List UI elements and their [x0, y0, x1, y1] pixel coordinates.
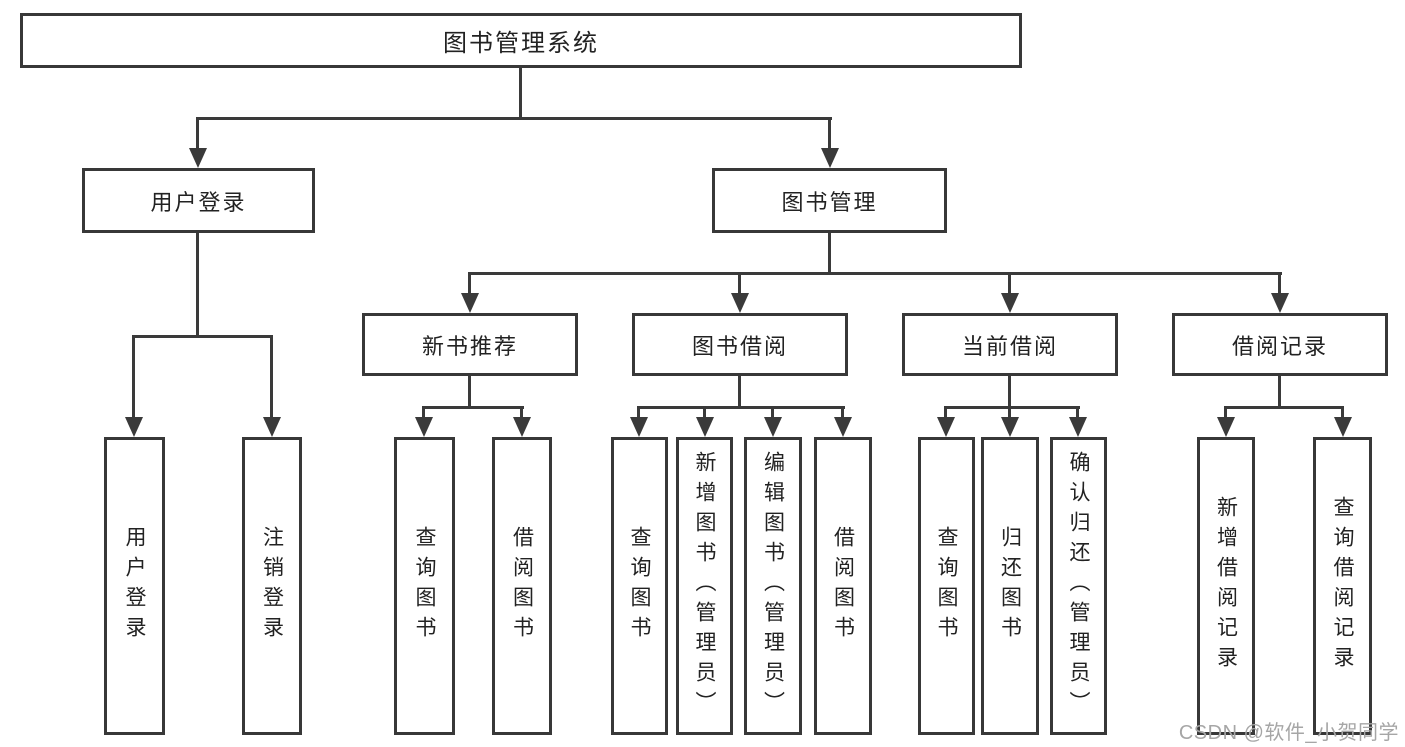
- node-root-system: 图书管理系统: [20, 13, 1022, 68]
- leaf-borrow-books-recommend: 借阅图书: [492, 437, 552, 735]
- arrowhead-down-icon: [696, 417, 714, 437]
- node-current-borrowing: 当前借阅: [902, 313, 1118, 376]
- connector-recommend-stem: [468, 376, 471, 409]
- arrowhead-down-icon: [821, 148, 839, 168]
- leaf-user-login: 用户登录: [104, 437, 165, 735]
- connector-shaft: [637, 406, 640, 419]
- connector-shaft: [1278, 272, 1281, 295]
- leaf-return-books: 归还图书: [981, 437, 1039, 735]
- connector-shaft: [771, 406, 774, 419]
- node-book-management: 图书管理: [712, 168, 947, 233]
- connector-shaft: [196, 117, 199, 150]
- leaf-query-books-recommend: 查询图书: [394, 437, 455, 735]
- arrowhead-down-icon: [1001, 293, 1019, 313]
- leaf-logout: 注销登录: [242, 437, 302, 735]
- connector-shaft: [828, 117, 831, 150]
- connector-recommend-splitter: [422, 406, 524, 409]
- connector-shaft: [1008, 272, 1011, 295]
- csdn-watermark: CSDN @软件_小贺同学: [1178, 722, 1399, 744]
- connector-shaft: [422, 406, 425, 419]
- connector-borrowing-splitter: [637, 406, 845, 409]
- connector-shaft: [1076, 406, 1079, 419]
- arrowhead-down-icon: [1334, 417, 1352, 437]
- connector-records-stem: [1278, 376, 1281, 409]
- arrowhead-down-icon: [1271, 293, 1289, 313]
- connector-shaft: [841, 406, 844, 419]
- connector-userlogin-stem: [196, 233, 199, 338]
- connector-root-stem: [519, 68, 522, 120]
- leaf-add-books-admin: 新增图书（管理员）: [676, 437, 733, 735]
- arrowhead-down-icon: [125, 417, 143, 437]
- connector-shaft: [1008, 406, 1011, 419]
- connector-shaft: [944, 406, 947, 419]
- connector-shaft: [1224, 406, 1227, 419]
- leaf-add-borrow-record: 新增借阅记录: [1197, 437, 1255, 735]
- node-new-book-recommendation: 新书推荐: [362, 313, 578, 376]
- arrowhead-down-icon: [461, 293, 479, 313]
- connector-records-splitter: [1224, 406, 1344, 409]
- connector-bookmgmt-stem: [828, 233, 831, 275]
- arrowhead-down-icon: [937, 417, 955, 437]
- arrowhead-down-icon: [415, 417, 433, 437]
- arrowhead-down-icon: [1069, 417, 1087, 437]
- leaf-query-books-current: 查询图书: [918, 437, 975, 735]
- connector-shaft: [703, 406, 706, 419]
- connector-current-splitter: [944, 406, 1080, 409]
- arrowhead-down-icon: [764, 417, 782, 437]
- node-borrowing-records: 借阅记录: [1172, 313, 1388, 376]
- node-book-borrowing: 图书借阅: [632, 313, 848, 376]
- connector-shaft: [738, 272, 741, 295]
- arrowhead-down-icon: [1001, 417, 1019, 437]
- leaf-borrow-books: 借阅图书: [814, 437, 872, 735]
- connector-root-splitter: [196, 117, 832, 120]
- connector-current-stem: [1008, 376, 1011, 409]
- node-user-login: 用户登录: [82, 168, 315, 233]
- connector-borrowing-stem: [738, 376, 741, 409]
- connector-userlogin-splitter: [132, 335, 273, 338]
- arrowhead-down-icon: [263, 417, 281, 437]
- connector-shaft: [1341, 406, 1344, 419]
- connector-shaft: [520, 406, 523, 419]
- arrowhead-down-icon: [834, 417, 852, 437]
- arrowhead-down-icon: [1217, 417, 1235, 437]
- arrowhead-down-icon: [513, 417, 531, 437]
- connector-shaft: [132, 335, 135, 419]
- arrowhead-down-icon: [189, 148, 207, 168]
- arrowhead-down-icon: [731, 293, 749, 313]
- connector-bookmgmt-splitter: [468, 272, 1282, 275]
- leaf-query-borrow-record: 查询借阅记录: [1313, 437, 1372, 735]
- arrowhead-down-icon: [630, 417, 648, 437]
- connector-shaft: [270, 335, 273, 419]
- connector-shaft: [468, 272, 471, 295]
- leaf-query-books-borrowing: 查询图书: [611, 437, 668, 735]
- leaf-confirm-return-admin: 确认归还（管理员）: [1050, 437, 1107, 735]
- leaf-edit-books-admin: 编辑图书（管理员）: [744, 437, 802, 735]
